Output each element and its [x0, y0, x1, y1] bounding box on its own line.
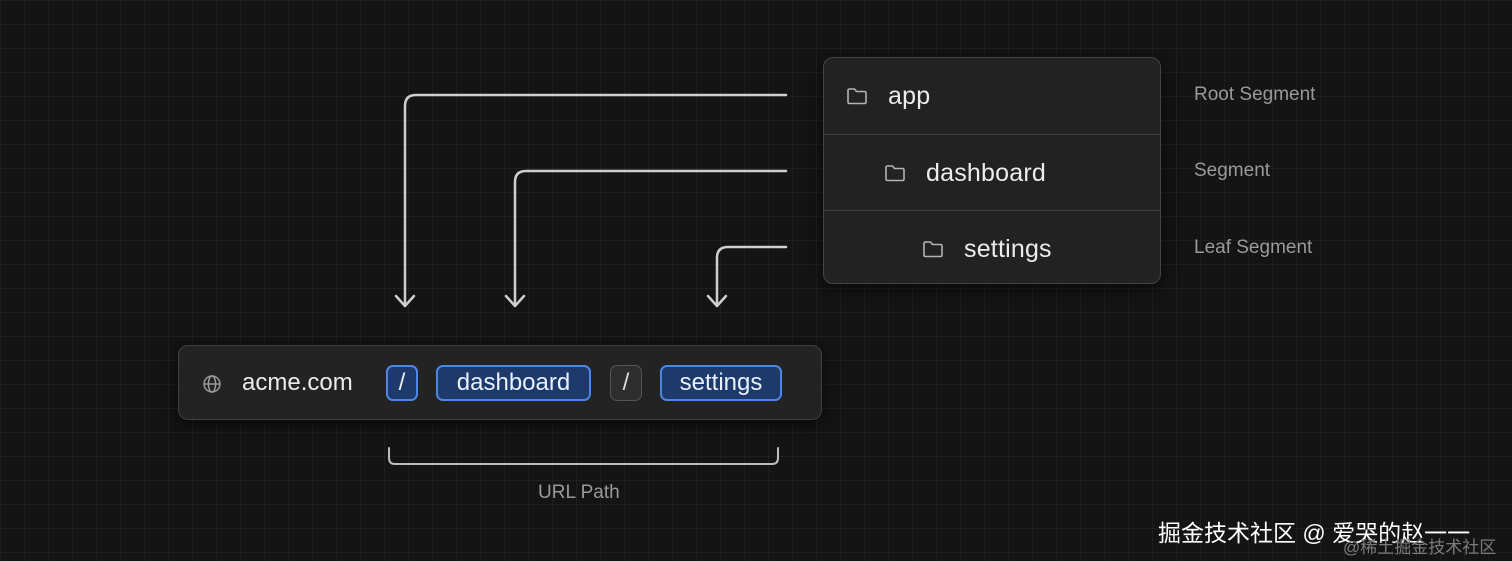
folder-tree-panel: app dashboard settings — [823, 57, 1161, 284]
url-bar[interactable]: acme.com / dashboard / settings — [178, 345, 822, 420]
url-separator[interactable]: / — [610, 365, 642, 401]
folder-icon — [923, 241, 943, 258]
watermark-main: 掘金技术社区 @ 爱哭的赵一一 — [1158, 520, 1471, 546]
url-path-caption: URL Path — [538, 482, 620, 503]
arrow-down-icon — [706, 294, 728, 308]
tree-item-name: dashboard — [926, 158, 1046, 187]
url-domain: acme.com — [242, 369, 353, 396]
tree-row-dashboard[interactable]: dashboard — [824, 134, 1160, 211]
url-segment-dashboard[interactable]: dashboard — [436, 365, 591, 401]
segment-label-root: Root Segment — [1194, 84, 1316, 105]
tree-item-name: app — [888, 81, 931, 110]
arrow-down-icon — [504, 294, 526, 308]
folder-icon — [885, 165, 905, 182]
folder-icon — [847, 88, 867, 105]
connector-leaf — [715, 245, 788, 307]
tree-row-app[interactable]: app — [824, 58, 1160, 134]
url-separator-root[interactable]: / — [386, 365, 418, 401]
segment-label-leaf: Leaf Segment — [1194, 237, 1313, 258]
connector-segment — [513, 169, 788, 307]
globe-icon — [203, 375, 221, 393]
watermark-sub: @稀土掘金技术社区 — [1343, 538, 1497, 557]
arrow-down-icon — [394, 294, 416, 308]
segment-label-segment: Segment — [1194, 160, 1271, 181]
url-segment-settings[interactable]: settings — [660, 365, 782, 401]
url-path-bracket — [388, 447, 779, 465]
tree-item-name: settings — [964, 234, 1052, 263]
connector-root — [403, 93, 788, 307]
tree-row-settings[interactable]: settings — [824, 210, 1160, 283]
